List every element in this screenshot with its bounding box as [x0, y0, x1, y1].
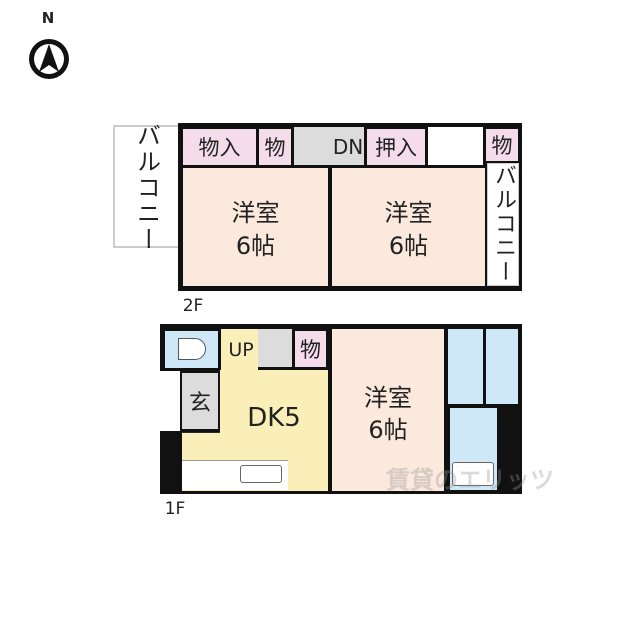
storage-label: 物 [295, 331, 326, 367]
storage-label-2: 物 [486, 129, 518, 161]
stairs-up-label: UP [228, 339, 254, 361]
room-size: 6帖 [235, 231, 276, 260]
laundry [486, 329, 518, 404]
room-name: 洋室 [231, 198, 280, 227]
room-size: 6帖 [388, 231, 429, 260]
bathtub-icon [452, 462, 494, 486]
balcony-right-label: バルコニー [491, 164, 516, 284]
stairs [258, 329, 292, 367]
watermark: 賃貸のエリッツ [386, 465, 554, 494]
toilet-icon [178, 338, 206, 360]
floor-2-label: 2F [182, 296, 204, 316]
balcony-left-label: バルコニー [132, 122, 161, 253]
room-1f [332, 329, 444, 491]
room-name: 洋室 [364, 383, 412, 412]
washroom [448, 329, 483, 404]
sink-icon [240, 465, 282, 483]
floor-1-label: 1F [164, 499, 186, 519]
closet-label-2: 押入 [367, 129, 425, 165]
storage-label: 物 [259, 129, 291, 165]
room-size: 6帖 [368, 415, 408, 444]
balcony-right [487, 163, 519, 286]
closet-label: 物入 [198, 136, 241, 160]
room-name: 洋室 [384, 198, 433, 227]
dk-label: DK5 [247, 403, 301, 433]
compass-icon [29, 39, 69, 79]
stairs-down-label: DN [332, 135, 364, 159]
room-2f-2 [332, 168, 485, 286]
compass-north-label: N [41, 9, 55, 27]
stairs [294, 127, 364, 165]
entrance-label: 玄 [182, 373, 218, 429]
room-2f-1 [183, 168, 328, 286]
